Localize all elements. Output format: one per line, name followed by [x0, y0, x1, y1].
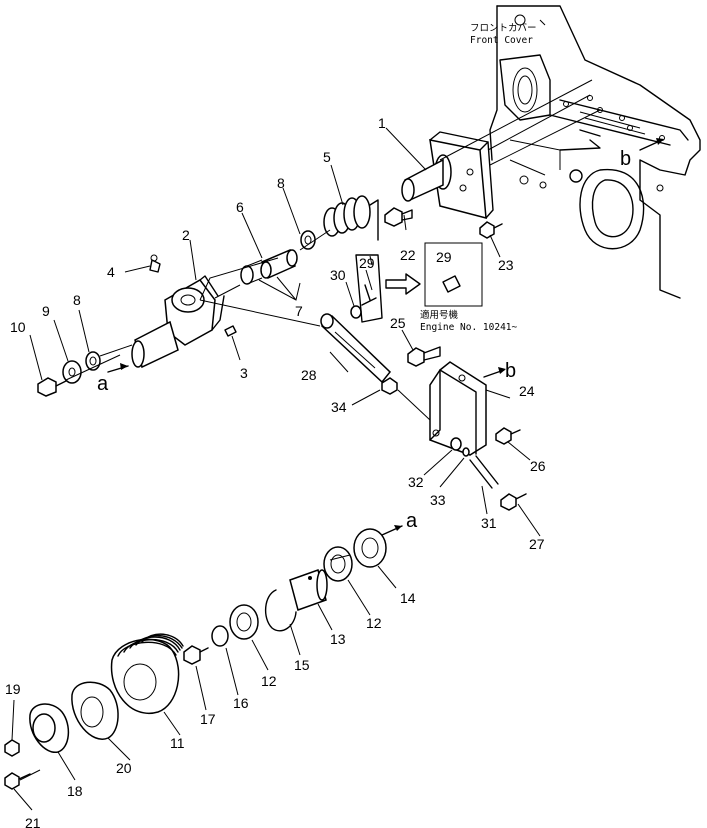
- part-8-upper-washer: [300, 230, 316, 250]
- part-9-plate: [62, 360, 82, 384]
- part-3-bolt: [224, 325, 237, 337]
- part-23-bolt: [479, 221, 503, 239]
- part-15-snap-ring: [265, 589, 297, 632]
- part-12-upper-bearing: [323, 546, 353, 582]
- ref-arrow-a1: [107, 363, 129, 373]
- assembly-center-lines: [19, 79, 593, 781]
- part-27-bolt: [500, 493, 527, 511]
- part-25-bolt: [407, 346, 441, 367]
- label-part-8-upper: 8: [277, 175, 285, 191]
- label-part-34: 34: [331, 399, 347, 415]
- part-7-needle-bearing: [240, 259, 263, 285]
- part-19-bolt: [4, 739, 20, 757]
- part-2-tension-arm: [131, 275, 225, 369]
- part-30-washer: [350, 305, 362, 319]
- label-part-32: 32: [408, 474, 424, 490]
- part-24-bracket: [429, 361, 487, 456]
- part-12-lower-bearing: [229, 604, 259, 640]
- part-31-bolt: [469, 455, 499, 489]
- ref-arrow-b2: [483, 367, 506, 378]
- part-14-bearing: [353, 528, 387, 568]
- front-cover-housing: [489, 5, 701, 299]
- part-4-grease-nipple: [149, 254, 161, 273]
- part-29-alt-box: [424, 242, 483, 307]
- label-part-17: 17: [200, 711, 216, 727]
- label-part-13: 13: [330, 631, 346, 647]
- label-part-21: 21: [25, 815, 41, 828]
- part-32-washer: [450, 437, 462, 451]
- label-part-2: 2: [182, 227, 190, 243]
- part-22-bolt: [384, 207, 413, 227]
- engine-number-note-en: Engine No. 10241~: [420, 322, 518, 333]
- label-part-3: 3: [240, 365, 248, 381]
- part-number-labels: 1 2 3 4 5 6 7 8 8 9 10 11 12 12 13 14 15…: [5, 115, 546, 828]
- part-29-pin-box: [355, 254, 383, 323]
- label-part-11: 11: [170, 735, 185, 751]
- arrow-to-engine-note: [385, 273, 421, 295]
- front-cover-label-en: Front Cover: [470, 35, 533, 46]
- leader-lines: [11, 127, 541, 811]
- part-10-bolt: [37, 377, 67, 397]
- label-part-22: 22: [400, 247, 416, 263]
- label-part-5: 5: [323, 149, 331, 165]
- label-part-20: 20: [116, 760, 132, 776]
- label-part-15: 15: [294, 657, 310, 673]
- label-part-1: 1: [378, 115, 386, 131]
- part-5-spring: [323, 195, 379, 241]
- label-part-29-alt: 29: [436, 249, 452, 265]
- label-part-29: 29: [359, 255, 375, 271]
- part-33-washer: [462, 447, 470, 457]
- ref-arrow-b1: [639, 138, 664, 151]
- label-part-7: 7: [295, 303, 303, 319]
- ref-label-a2: a: [406, 510, 418, 532]
- label-part-6: 6: [236, 199, 244, 215]
- part-34-nut: [381, 377, 398, 395]
- label-part-14: 14: [400, 590, 416, 606]
- label-part-19: 19: [5, 681, 21, 697]
- ref-label-b1: b: [620, 148, 631, 170]
- part-21-bolt: [4, 772, 31, 790]
- label-part-26: 26: [530, 458, 546, 474]
- label-part-30: 30: [330, 267, 346, 283]
- part-16-washer: [211, 625, 229, 647]
- label-part-27: 27: [529, 536, 545, 552]
- front-cover-label-jp: フロントカバー: [470, 23, 537, 34]
- label-part-12-upper: 12: [366, 615, 382, 631]
- label-part-9: 9: [42, 303, 50, 319]
- label-part-23: 23: [498, 257, 514, 273]
- part-18-cover: [29, 703, 70, 753]
- engine-number-note-jp: 適用号機: [420, 309, 459, 321]
- label-part-25: 25: [390, 315, 406, 331]
- part-11-pulley: [110, 633, 184, 715]
- part-17-bolt: [183, 645, 209, 665]
- label-part-18: 18: [67, 783, 83, 799]
- part-13-spacer: [289, 569, 328, 611]
- part-28-lever: [320, 313, 392, 384]
- label-part-4: 4: [107, 264, 115, 280]
- part-1-shaft-bracket: [401, 94, 601, 219]
- label-part-31: 31: [481, 515, 497, 531]
- label-part-28: 28: [301, 367, 317, 383]
- ref-label-a1: a: [97, 373, 109, 395]
- label-part-24: 24: [519, 383, 535, 399]
- label-part-12-lower: 12: [261, 673, 277, 689]
- part-6-bushing: [260, 248, 298, 280]
- part-20-gasket: [71, 681, 119, 740]
- ref-arrow-a2: [381, 525, 403, 536]
- label-part-8-lower: 8: [73, 292, 81, 308]
- label-part-10: 10: [10, 319, 26, 335]
- label-part-33: 33: [430, 492, 446, 508]
- part-26-bolt: [495, 427, 521, 445]
- label-part-16: 16: [233, 695, 249, 711]
- ref-label-b2: b: [505, 360, 516, 382]
